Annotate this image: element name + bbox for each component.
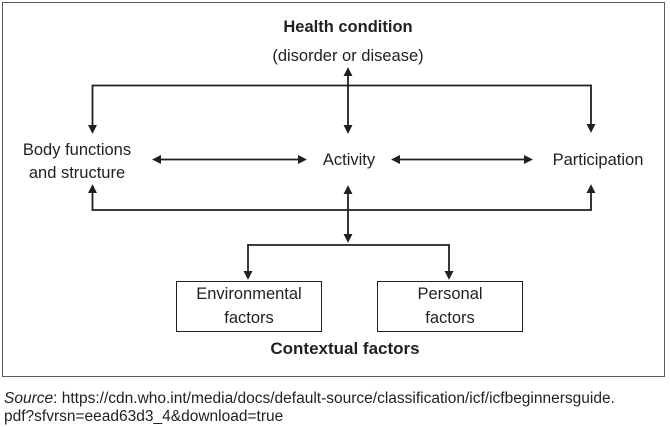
source-url-line2: pdf?sfvrsn=eead63d3_4&download=true [4, 407, 284, 425]
source-separator: : [53, 390, 62, 407]
personal-factors-box: Personal factors [377, 281, 523, 332]
node-body-functions-line1: Body functions [22, 141, 132, 159]
health-condition-title: Health condition [283, 18, 413, 36]
personal-factors-line2: factors [425, 308, 475, 327]
node-body-functions-line2: and structure [28, 164, 126, 182]
environmental-factors-box: Environmental factors [176, 281, 322, 332]
contextual-factors-caption: Contextual factors [270, 339, 420, 358]
environmental-factors-line1: Environmental [196, 285, 302, 303]
node-participation: Participation [552, 151, 644, 169]
source-citation: Source: https://cdn.who.int/media/docs/d… [4, 390, 668, 425]
source-url-line1: https://cdn.who.int/media/docs/default-s… [61, 390, 615, 407]
node-activity: Activity [322, 151, 376, 169]
source-label: Source [4, 390, 54, 407]
environmental-factors-line2: factors [224, 308, 274, 327]
health-condition-subtitle: (disorder or disease) [272, 47, 424, 65]
node-body-functions: Body functions and structure [7, 139, 147, 185]
personal-factors-line1: Personal [417, 285, 483, 303]
diagram-frame [2, 2, 665, 377]
